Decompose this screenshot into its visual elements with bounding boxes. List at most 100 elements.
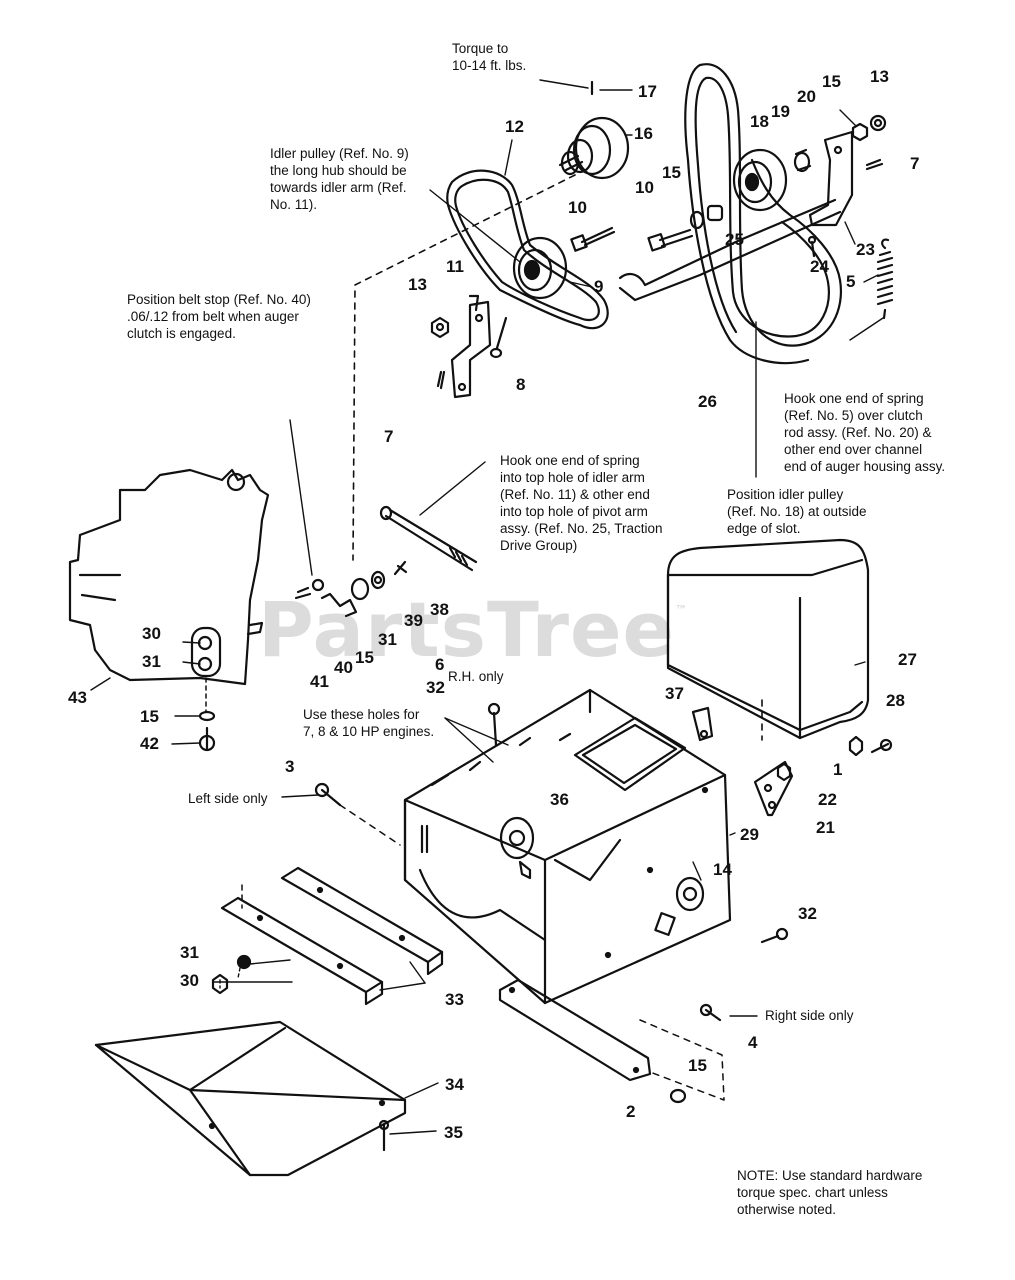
callout: 10: [568, 198, 587, 217]
bolt-10-left: [570, 226, 616, 252]
callout: 25: [725, 230, 744, 249]
callout: 2: [626, 1102, 636, 1121]
callout: 33: [445, 990, 464, 1009]
callout: 31: [378, 630, 397, 649]
callout: 11: [446, 257, 464, 276]
housing-29: [403, 688, 732, 1005]
callout: 17: [638, 82, 657, 101]
assembly-guide-line: [352, 174, 576, 561]
shaft-38: [379, 505, 478, 572]
callout: 29: [740, 825, 759, 844]
callout: 7: [384, 427, 394, 446]
callout: 15: [355, 648, 374, 667]
callout: 12: [505, 117, 524, 136]
watermark: PartsTree™: [258, 585, 689, 674]
callout: 30: [180, 971, 199, 990]
washer-15-bottom: [669, 1088, 687, 1104]
callout: 35: [444, 1123, 463, 1142]
note-spring-clutch: Hook one end of spring (Ref. No. 5) over…: [784, 391, 946, 474]
engine-43: [68, 468, 270, 686]
callout: 22: [818, 790, 837, 809]
belt-cover-27: [666, 538, 870, 741]
idler-arm-11: [450, 294, 492, 399]
callout: 14: [713, 860, 732, 879]
belt-12: [446, 169, 609, 330]
callout: 15: [662, 163, 681, 182]
idler-pulley-18: [732, 148, 788, 212]
spacer-19: [793, 148, 812, 173]
idler-pulley-9: [512, 236, 568, 300]
note-torque: Torque to 10-14 ft. lbs.: [452, 41, 527, 73]
callout: 24: [810, 257, 829, 276]
note-belt-stop: Position belt stop (Ref. No. 40) .06/.12…: [127, 292, 311, 341]
callout: 31: [180, 943, 199, 962]
callout: 8: [516, 375, 526, 394]
callout: 13: [870, 67, 889, 86]
callout: 10: [635, 178, 654, 197]
shield-34: [94, 1020, 407, 1177]
callout: 20: [797, 87, 816, 106]
bolt-32-right: [760, 927, 789, 944]
callout: 5: [846, 272, 856, 291]
bracket-2: [498, 978, 725, 1101]
nut-22: [776, 762, 792, 782]
callout: 26: [698, 392, 717, 411]
callout: 34: [445, 1075, 464, 1094]
note-spring-idler: Hook one end of spring into top hole of …: [500, 453, 663, 553]
washer-15-top: [689, 210, 705, 230]
bolt-24: [807, 235, 817, 258]
bolt-28-nut-1: [848, 735, 893, 757]
callout: 42: [140, 734, 159, 753]
note-holes: Use these holes for 7, 8 & 10 HP engines…: [303, 707, 435, 739]
bolt-3: [314, 782, 401, 846]
bracket-37: [691, 706, 714, 742]
bolt-8: [489, 316, 508, 359]
callout: 15: [688, 1056, 707, 1075]
callout: 3: [285, 757, 295, 776]
callout: 13: [408, 275, 427, 294]
spring-5: [876, 238, 894, 320]
callout: 30: [142, 624, 161, 643]
callout: 4: [748, 1033, 758, 1052]
clutch-rod-20: [618, 130, 854, 302]
nut-31-30: [211, 954, 252, 995]
note-idler-18: Position idler pulley (Ref. No. 18) at o…: [727, 487, 867, 536]
callout: 39: [404, 611, 423, 630]
leader-lines: [90, 79, 884, 1135]
cotter-7-left: [436, 370, 446, 390]
belt-26: [684, 63, 843, 365]
spacer-25: [706, 204, 724, 222]
callout: 43: [68, 688, 87, 707]
nut-15-13-top: [851, 114, 887, 142]
callout: 27: [898, 650, 917, 669]
belt-stop-parts: [294, 560, 408, 618]
callout: 15: [822, 72, 841, 91]
callout: 6: [435, 655, 445, 674]
callout: 40: [334, 658, 353, 677]
callout: 7: [910, 154, 920, 173]
callout: 9: [594, 277, 604, 296]
bolt-4: [699, 1003, 722, 1022]
callout: 19: [771, 102, 790, 121]
callout: 16: [634, 124, 653, 143]
bracket-30-31: [190, 626, 222, 713]
rail-33-lower: [220, 884, 384, 1006]
callout: 21: [816, 818, 835, 837]
note-left-side: Left side only: [188, 791, 268, 806]
cotter-7-right: [865, 158, 884, 171]
callout: 18: [750, 112, 769, 131]
callout: 1: [833, 760, 843, 779]
callout: 32: [798, 904, 817, 923]
washer-15-left: [198, 710, 216, 722]
note-hardware: NOTE: Use standard hardware torque spec.…: [737, 1168, 923, 1217]
pulley-16: [558, 116, 630, 180]
callout: 37: [665, 684, 684, 703]
plate-21: [753, 760, 794, 817]
callout: 36: [550, 790, 569, 809]
rail-33-upper: [280, 866, 444, 976]
callout: 15: [140, 707, 159, 726]
callout: 41: [310, 672, 329, 691]
callout: 28: [886, 691, 905, 710]
